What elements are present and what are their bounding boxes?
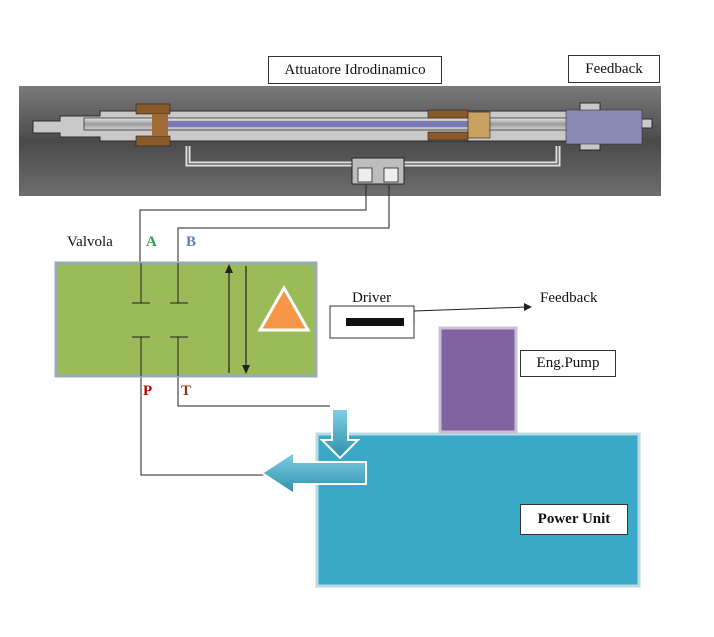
flow-down-arrow-icon xyxy=(319,408,361,460)
feedback-top-label: Feedback xyxy=(568,55,660,83)
actuator-label: Attuatore Idrodinamico xyxy=(268,56,442,84)
port-t-label: T xyxy=(181,383,192,399)
port-a-label: A xyxy=(146,234,157,250)
feedback-arrow xyxy=(413,303,532,322)
driver-box xyxy=(329,305,415,339)
driver-label: Driver xyxy=(352,290,392,306)
power-unit-label: Power Unit xyxy=(520,504,628,535)
actuator-image xyxy=(19,86,661,196)
feedback-right-label: Feedback xyxy=(540,290,598,306)
port-p-label: P xyxy=(143,383,153,399)
pump-label: Eng.Pump xyxy=(520,350,616,377)
port-b-label: B xyxy=(186,234,197,250)
warning-triangle-icon xyxy=(257,284,311,332)
pump-block xyxy=(438,326,518,434)
flow-left-arrow-icon xyxy=(260,450,367,496)
valve-label: Valvola xyxy=(67,234,113,250)
